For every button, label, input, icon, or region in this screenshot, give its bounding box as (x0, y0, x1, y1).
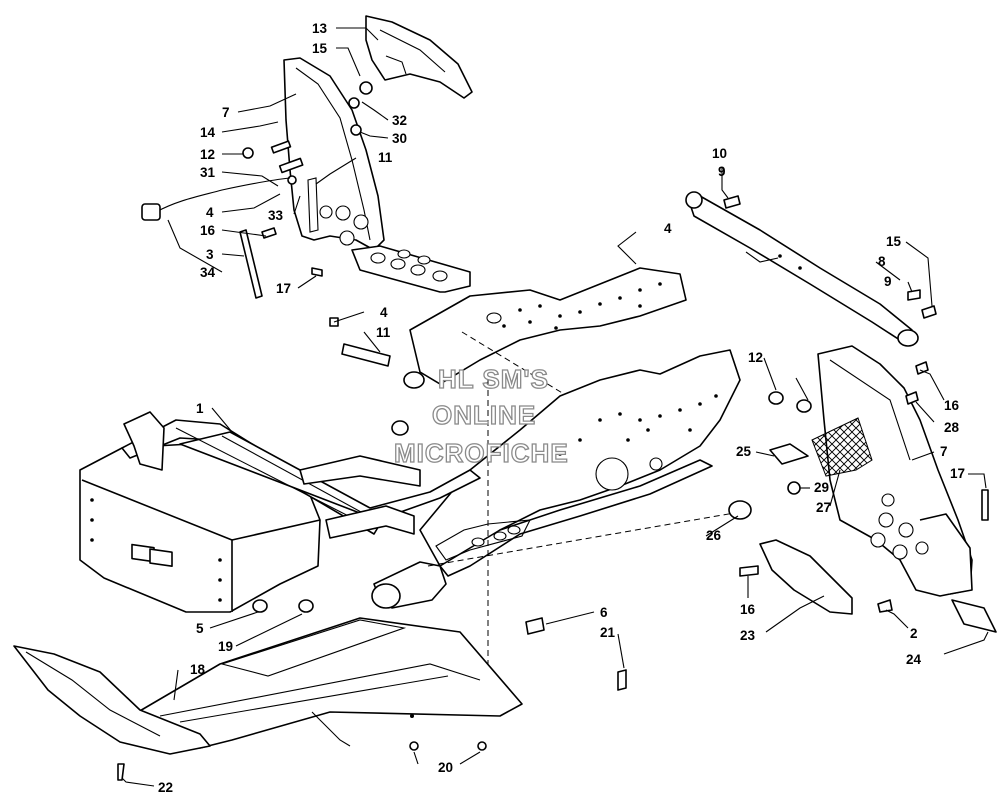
callout-4-c: 4 (664, 221, 672, 236)
callout-17-b: 17 (950, 466, 965, 481)
callout-31: 31 (200, 165, 216, 180)
callout-18: 18 (190, 662, 206, 677)
callout-32: 32 (392, 113, 407, 128)
callout-4: 4 (206, 205, 214, 220)
callout-17: 17 (276, 281, 291, 296)
callout-25: 25 (736, 444, 752, 459)
callout-7: 7 (222, 105, 230, 120)
tunnel-side-left (409, 267, 687, 385)
callout-15: 15 (312, 41, 328, 56)
watermark: HL SM'S ONLINE MICROFICHE (393, 363, 569, 468)
steering-arm (123, 411, 165, 471)
steering-tube-assembly (685, 191, 937, 347)
callout-33: 33 (268, 208, 284, 223)
belly-pan-assembly (13, 617, 523, 781)
callout-15-b: 15 (886, 234, 902, 249)
callout-26: 26 (706, 528, 722, 543)
callout-numbers: 13 15 7 14 12 31 4 16 3 34 32 30 11 33 1… (158, 21, 965, 795)
callout-34: 34 (200, 265, 216, 280)
bracket-23 (759, 539, 853, 615)
tunnel-side-right (419, 349, 741, 567)
hood-bracket-part (365, 15, 473, 99)
callout-3: 3 (206, 247, 214, 262)
watermark-line-2: ONLINE (432, 400, 536, 430)
callout-4-b: 4 (380, 305, 388, 320)
callout-12: 12 (200, 147, 215, 162)
watermark-line-1: HL SM'S (438, 364, 549, 394)
callout-16: 16 (200, 223, 216, 238)
callout-16-c: 16 (740, 602, 756, 617)
callout-13: 13 (312, 21, 328, 36)
callout-12-b: 12 (748, 350, 763, 365)
callout-29: 29 (814, 480, 829, 495)
callout-28: 28 (944, 420, 960, 435)
callout-30: 30 (392, 131, 407, 146)
callout-14: 14 (200, 125, 216, 140)
callout-21: 21 (600, 625, 616, 640)
callout-9-b: 9 (884, 274, 892, 289)
watermark-line-3: MICROFICHE (394, 438, 569, 468)
callout-20: 20 (438, 760, 453, 775)
steering-rod (239, 229, 263, 299)
bracket-24 (951, 599, 997, 633)
callout-22: 22 (158, 780, 173, 795)
callout-23: 23 (740, 628, 756, 643)
callout-2: 2 (910, 626, 918, 641)
callout-5: 5 (196, 621, 204, 636)
steering-tube (689, 195, 913, 345)
front-skid (13, 645, 211, 755)
callout-11: 11 (378, 150, 393, 165)
side-panel-assembly (525, 345, 997, 691)
callout-19: 19 (218, 639, 233, 654)
leader-lines (121, 27, 989, 787)
callout-10: 10 (712, 146, 727, 161)
mesh-screen (811, 417, 873, 477)
callout-27: 27 (816, 500, 831, 515)
callout-6: 6 (600, 605, 608, 620)
callout-8: 8 (878, 254, 886, 269)
callout-11-b: 11 (376, 325, 391, 340)
callout-7-b: 7 (940, 444, 948, 459)
tunnel-flange (439, 459, 713, 577)
callout-9: 9 (718, 164, 726, 179)
callout-1: 1 (196, 401, 204, 416)
main-frame-assembly (79, 267, 741, 700)
callout-24: 24 (906, 652, 922, 667)
callout-16-b: 16 (944, 398, 960, 413)
steering-support-assembly (141, 15, 473, 367)
